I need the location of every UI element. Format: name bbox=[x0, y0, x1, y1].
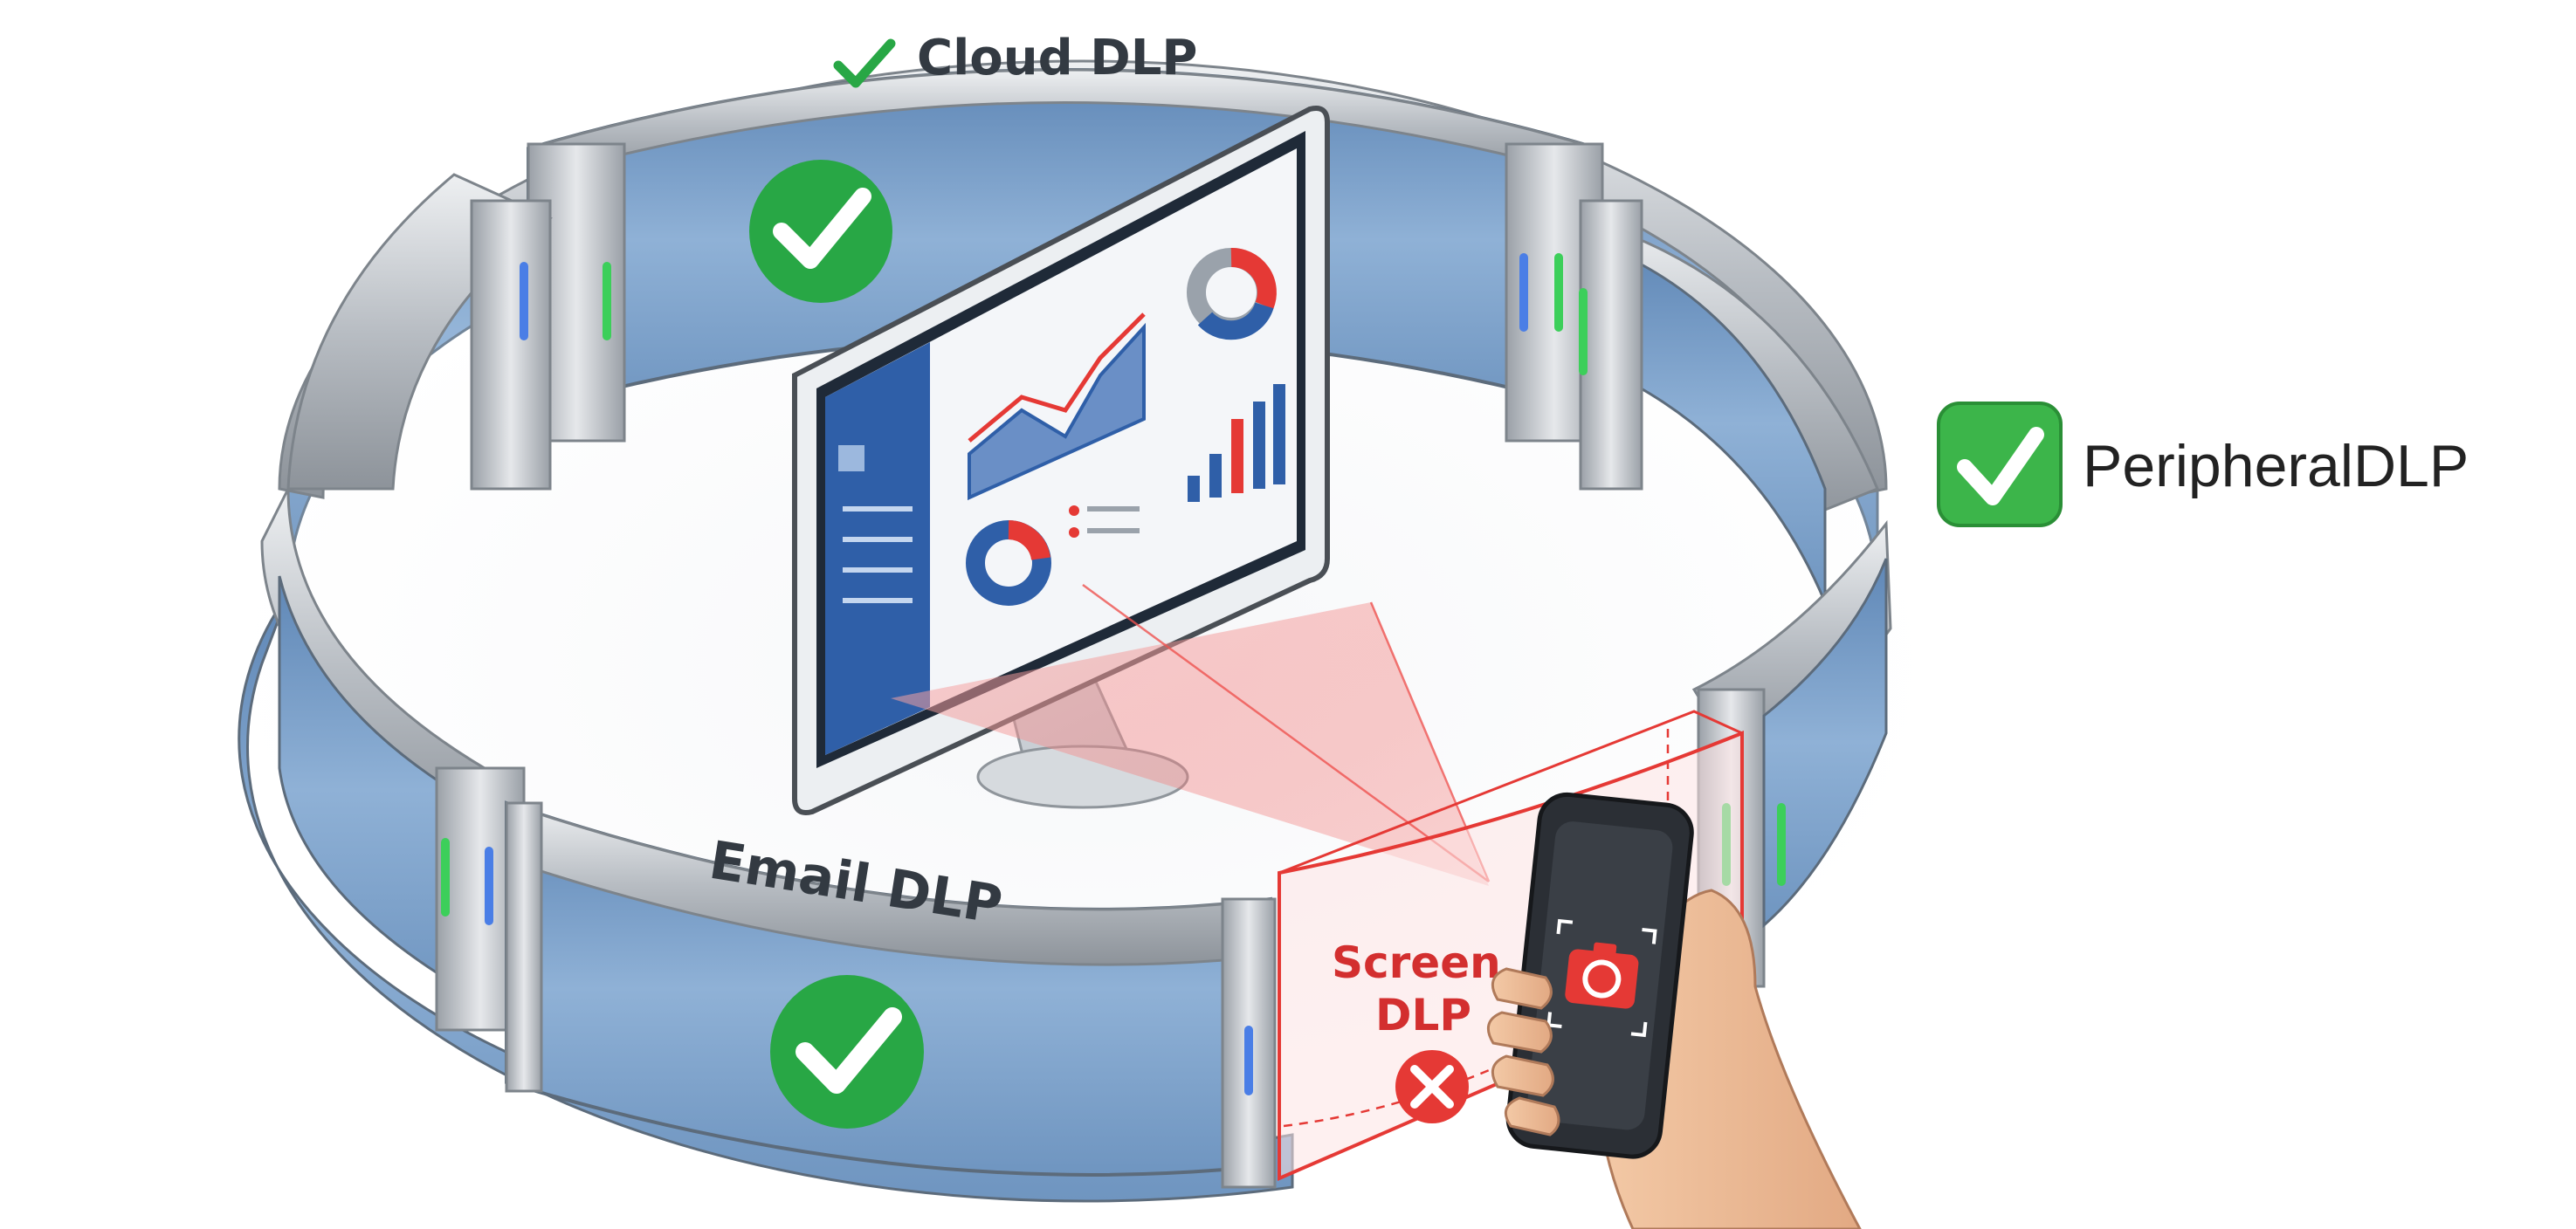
peripheral-dlp-title: PeripheralDLP bbox=[2083, 433, 2469, 499]
status-led bbox=[1244, 1026, 1253, 1095]
peripheral-dlp-panel bbox=[1579, 199, 1879, 603]
status-led bbox=[520, 262, 528, 340]
monitor-screen bbox=[825, 148, 1297, 755]
cloud-dlp-title: Cloud DLP bbox=[917, 30, 1197, 86]
email-dlp-check-badge bbox=[770, 975, 924, 1129]
check-icon bbox=[749, 160, 892, 303]
status-led bbox=[1519, 253, 1528, 332]
check-icon bbox=[1937, 402, 2063, 527]
cloud-dlp-label: Cloud DLP bbox=[833, 30, 1197, 88]
screen-dlp-title-line2: DLP bbox=[1375, 990, 1471, 1040]
camera-icon bbox=[1546, 918, 1657, 1038]
peripheral-dlp-label: PeripheralDLP bbox=[1937, 402, 2469, 527]
status-led bbox=[1777, 803, 1786, 886]
hand-holding-phone bbox=[1486, 792, 1862, 1229]
status-led bbox=[603, 262, 611, 340]
screen-dlp-title-line1: Screen bbox=[1332, 937, 1501, 988]
status-led bbox=[441, 838, 450, 917]
cloud-dlp-check-badge bbox=[749, 160, 892, 303]
status-led bbox=[1554, 253, 1563, 332]
left-back-pillar bbox=[286, 173, 553, 491]
phone-icon bbox=[1505, 792, 1694, 1159]
screen-capture-beam bbox=[891, 602, 1489, 886]
bar-chart bbox=[1188, 384, 1285, 502]
check-icon bbox=[833, 38, 896, 88]
screen-dlp-cross-badge bbox=[1395, 1050, 1469, 1123]
area-chart bbox=[968, 322, 1146, 501]
check-icon bbox=[770, 975, 924, 1129]
status-led bbox=[485, 847, 493, 925]
status-led bbox=[1579, 288, 1588, 375]
